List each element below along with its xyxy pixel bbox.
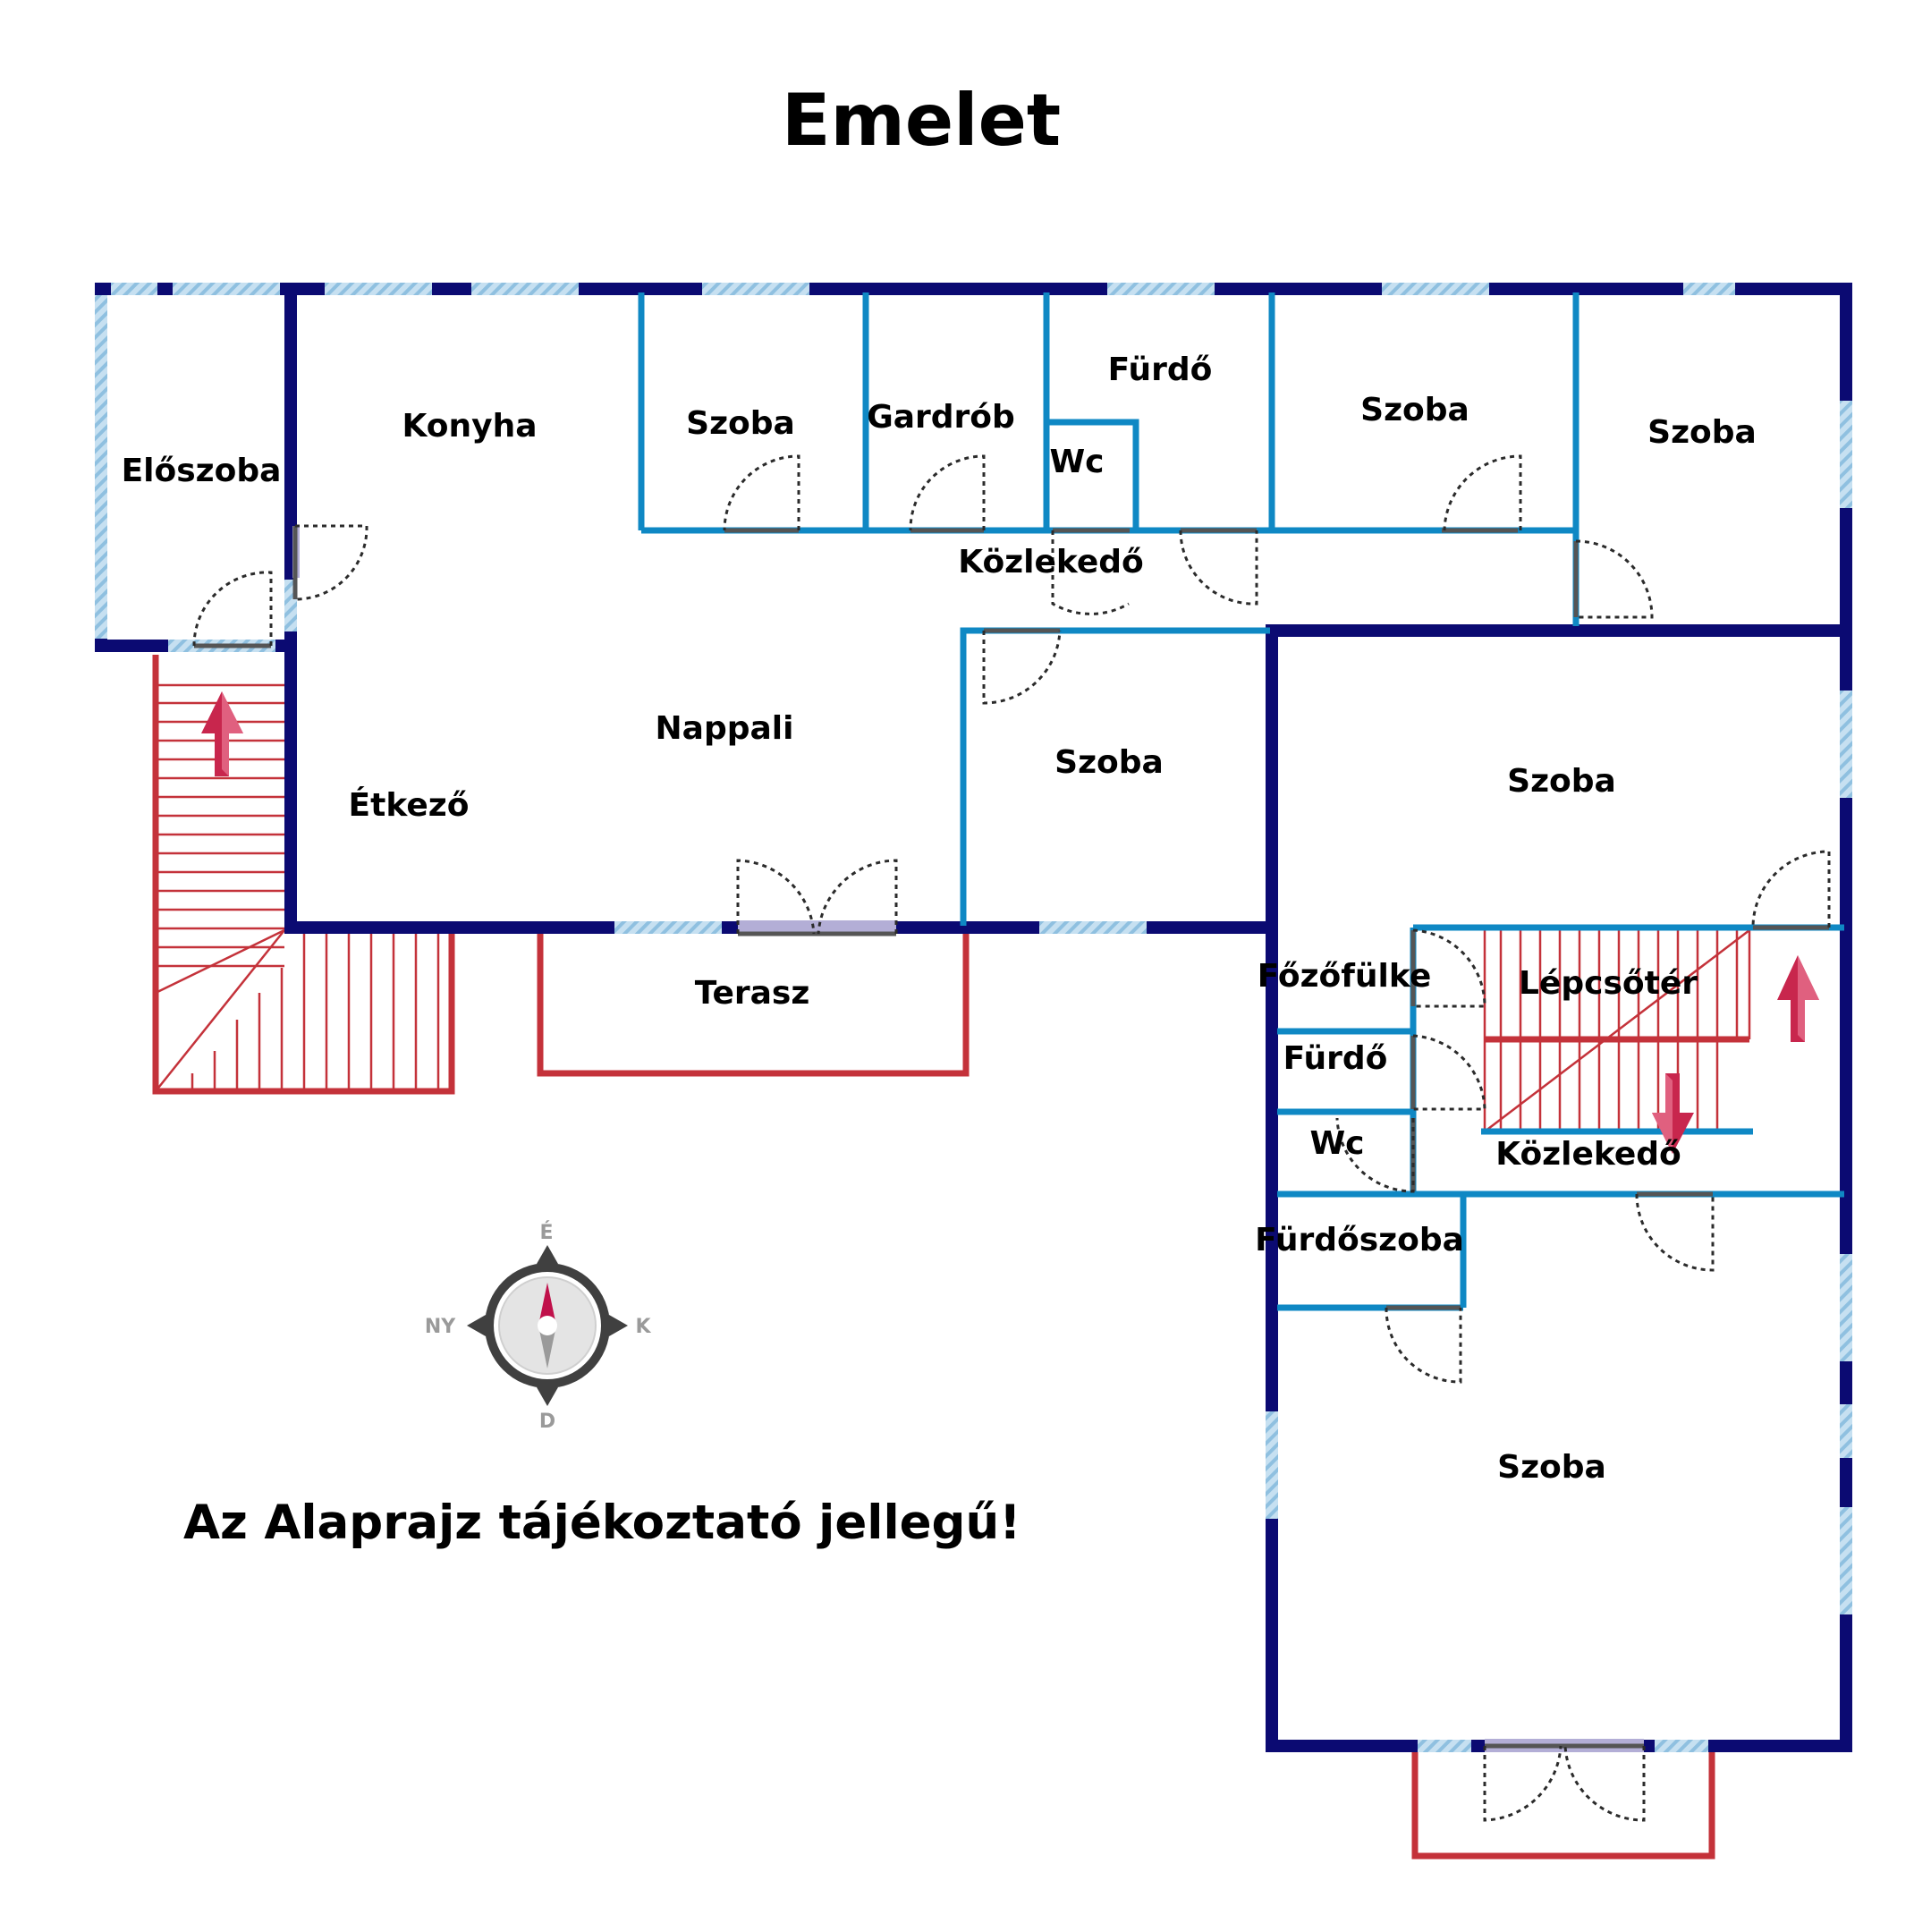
stair-up-arrow-west xyxy=(201,691,243,776)
room-label-szoba-1: Szoba xyxy=(686,405,795,442)
room-label-szoba-3: Szoba xyxy=(1647,414,1757,451)
compass-icon: É D K NY xyxy=(425,1221,652,1433)
disclaimer-note: Az Alaprajz tájékoztató jellegű! xyxy=(183,1496,1021,1550)
room-label-lepcsoter: Lépcsőtér xyxy=(1519,965,1698,1002)
room-label-furdoszoba: Fürdőszoba xyxy=(1255,1222,1464,1258)
room-label-eloszoba: Előszoba xyxy=(122,453,282,489)
stair-down-arrow-east xyxy=(1652,1073,1694,1154)
room-label-szoba-5: Szoba xyxy=(1507,763,1616,800)
page-title: Emelet xyxy=(781,79,1062,162)
room-labels: Előszoba Konyha Szoba Gardrób Fürdő Wc S… xyxy=(122,352,1757,1486)
compass-south-label: D xyxy=(539,1411,555,1433)
room-label-nappali: Nappali xyxy=(656,710,794,747)
room-label-kozlekedo-1: Közlekedő xyxy=(958,544,1144,580)
room-label-wc-1: Wc xyxy=(1049,444,1104,480)
stair-up-arrow-east xyxy=(1777,955,1819,1042)
compass-north-label: É xyxy=(539,1221,553,1244)
room-label-szoba-4: Szoba xyxy=(1054,744,1164,781)
room-label-kozlekedo-2: Közlekedő xyxy=(1495,1136,1681,1173)
terrace-outline xyxy=(537,930,970,1077)
room-label-etkezo: Étkező xyxy=(349,786,470,824)
room-label-gardrob: Gardrób xyxy=(867,399,1015,436)
room-label-szoba-2: Szoba xyxy=(1360,392,1469,428)
room-label-konyha: Konyha xyxy=(402,408,537,445)
room-label-szoba-6: Szoba xyxy=(1497,1449,1606,1486)
compass-west-label: NY xyxy=(425,1316,456,1338)
room-label-wc-2: Wc xyxy=(1309,1125,1364,1162)
staircase-east xyxy=(1483,929,1751,1132)
room-label-fozofulke: Főzőfülke xyxy=(1258,958,1432,995)
room-label-furdo-1: Fürdő xyxy=(1108,352,1213,388)
compass-east-label: K xyxy=(635,1316,651,1338)
staircase-west xyxy=(152,655,455,1095)
room-label-terasz: Terasz xyxy=(695,975,810,1012)
doors xyxy=(192,454,1831,1822)
balcony-outline xyxy=(1411,1744,1715,1860)
windows xyxy=(95,283,1852,1752)
room-label-furdo-2: Fürdő xyxy=(1283,1040,1388,1077)
